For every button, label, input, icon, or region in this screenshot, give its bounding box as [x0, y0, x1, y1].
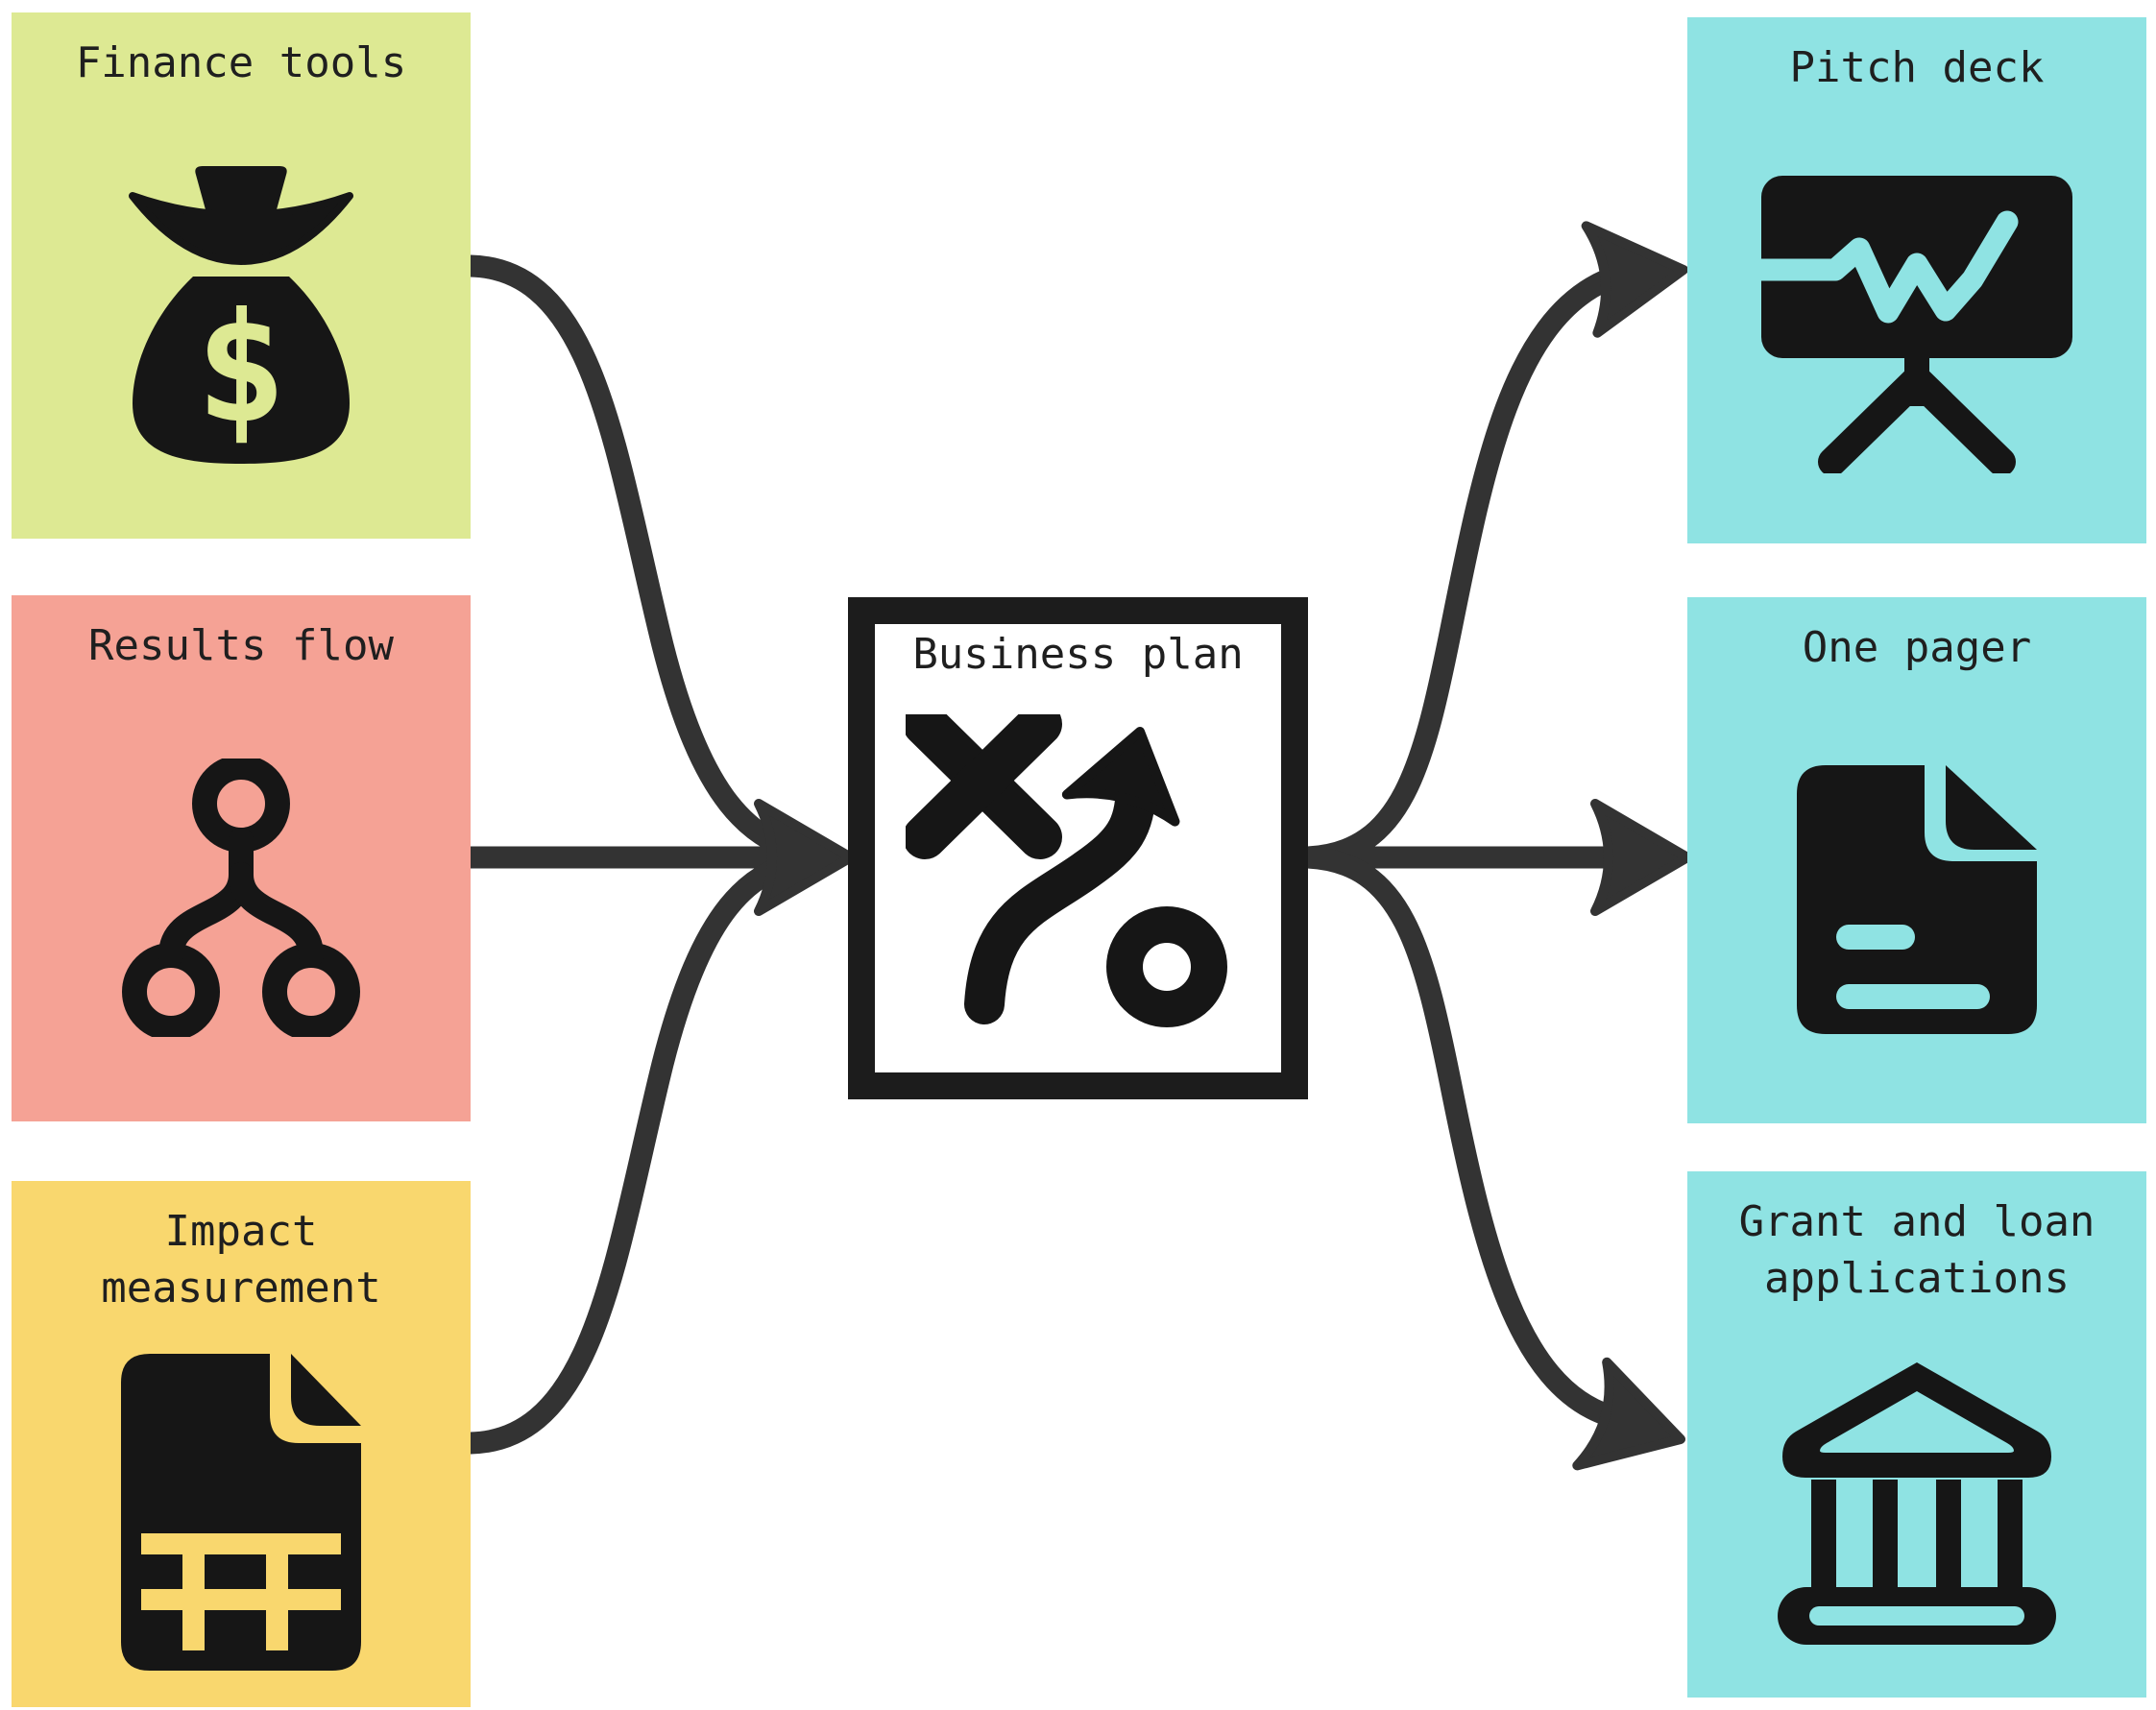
spreadsheet-document-icon — [12, 1317, 471, 1707]
node-results-flow-label: Results flow — [88, 621, 394, 670]
bank-icon — [1687, 1308, 2146, 1698]
edge-plan-to-grant-loan — [1296, 846, 1619, 1427]
node-impact-measurement: Impact measurement — [12, 1181, 471, 1707]
dollar-glyph: $ — [195, 280, 286, 457]
node-grant-loan: Grant and loan applications — [1687, 1171, 2146, 1698]
branch-icon — [12, 675, 471, 1121]
arrowhead-into-pitch-deck — [1581, 221, 1688, 338]
arrowhead-into-plan — [754, 799, 856, 916]
node-business-plan: Business plan — [848, 597, 1308, 1099]
arrowhead-into-grant-loan — [1572, 1357, 1685, 1471]
money-bag-icon: $ — [12, 92, 471, 539]
document-icon — [1687, 677, 2146, 1123]
node-grant-loan-label: Grant and loan applications — [1738, 1197, 2095, 1303]
node-impact-measurement-label: Impact measurement — [101, 1207, 381, 1313]
node-results-flow: Results flow — [12, 595, 471, 1121]
edge-finance-to-plan — [459, 254, 828, 866]
node-one-pager-label: One pager — [1802, 623, 2032, 672]
arrowhead-into-one-pager — [1590, 799, 1692, 916]
strategy-icon — [875, 684, 1281, 1072]
node-one-pager: One pager — [1687, 597, 2146, 1123]
node-business-plan-label: Business plan — [912, 630, 1244, 679]
node-pitch-deck-label: Pitch deck — [1789, 43, 2045, 92]
trend-line — [1754, 210, 2019, 324]
node-finance-tools: Finance tools $ — [12, 12, 471, 539]
edge-impact-to-plan — [459, 849, 828, 1455]
edge-plan-to-pitch-deck — [1296, 269, 1617, 869]
node-pitch-deck: Pitch deck — [1687, 17, 2146, 543]
node-finance-tools-label: Finance tools — [75, 38, 407, 87]
presentation-chart-icon — [1687, 97, 2146, 543]
